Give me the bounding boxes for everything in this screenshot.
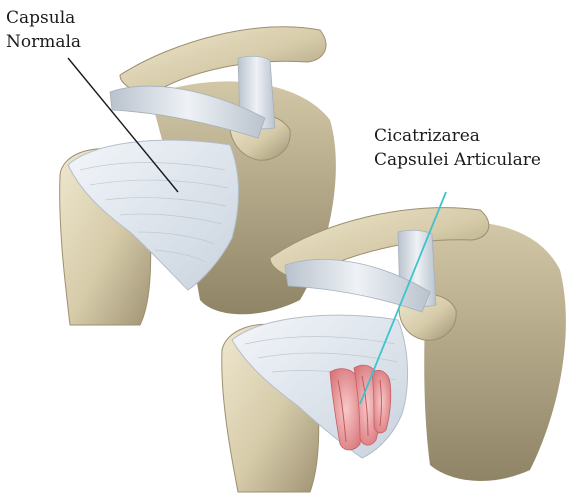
normal-capsule-label-line1: Capsula [6, 6, 81, 30]
scapula-bone-2 [424, 222, 566, 481]
scarred-capsule-label: Cicatrizarea Capsulei Articulare [374, 124, 541, 172]
normal-capsule-label-line2: Normala [6, 30, 81, 54]
normal-capsule-label: Capsula Normala [6, 6, 81, 54]
scarred-capsule-label-line2: Capsulei Articulare [374, 148, 541, 172]
scarred-capsule-label-line1: Cicatrizarea [374, 124, 541, 148]
